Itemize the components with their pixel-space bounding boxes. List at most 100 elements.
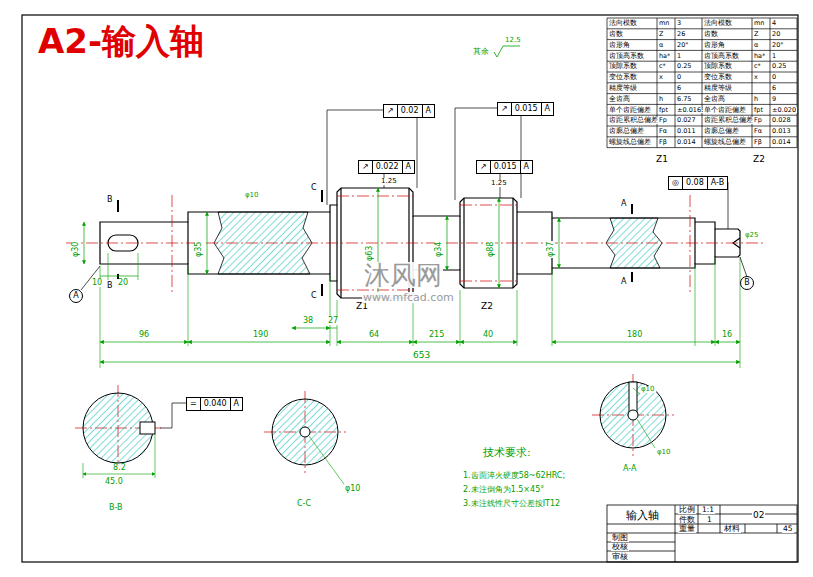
dimension-lines xyxy=(552,342,715,343)
center-lines xyxy=(460,281,517,282)
tolerance-frame: =0.040A xyxy=(186,397,243,411)
length-dimension: 64 xyxy=(368,331,380,339)
title-block-grid xyxy=(607,524,797,525)
tolerance-text: 0.022 xyxy=(372,161,402,173)
section-mark: B xyxy=(106,196,114,204)
dimension-lines xyxy=(337,342,413,343)
dimension-lines xyxy=(413,342,460,343)
table-cell: 单个齿距偏差 xyxy=(608,107,652,114)
section-mark: A xyxy=(620,200,627,208)
tolerance-text: A xyxy=(402,161,414,173)
title-block-cell: 比例 xyxy=(678,506,696,514)
section-dimension-lines xyxy=(633,388,640,394)
center-lines xyxy=(337,290,413,291)
section-views xyxy=(83,382,666,465)
tolerance-symbol: ◎ xyxy=(669,177,682,189)
table-cell: 精度等级 xyxy=(703,85,733,92)
section-views xyxy=(600,382,666,448)
chamfer-dimension: 1.25 xyxy=(490,180,508,187)
roughness-symbol xyxy=(494,46,520,57)
tolerance-text: B xyxy=(744,279,750,287)
extension-lines xyxy=(330,276,331,346)
table-cell: α xyxy=(658,42,664,49)
title-block-grid xyxy=(720,505,721,533)
table-cell: 0.027 xyxy=(676,117,697,124)
shaft-outline xyxy=(463,198,464,288)
table-cell: 螺旋线总偏差 xyxy=(608,139,652,146)
diameter-dimension: φ34 xyxy=(435,241,443,258)
table-cell: 齿形角 xyxy=(608,42,631,49)
title-block-grid xyxy=(698,505,699,533)
table-cell: Fp xyxy=(753,117,763,124)
tolerance-symbol: ↗ xyxy=(384,105,397,117)
section-dimension-lines xyxy=(83,388,655,484)
tolerance-frame: ↗0.022A xyxy=(358,160,415,174)
table-cell: Z xyxy=(753,31,759,38)
table-cell: 螺旋线总偏差 xyxy=(703,139,747,146)
tolerance-text: 0.015 xyxy=(511,103,541,115)
table-cell: 法向模数 xyxy=(608,20,638,27)
dimension-lines xyxy=(460,342,517,343)
extension-lines xyxy=(740,257,741,368)
gear-label: Z1 xyxy=(355,302,369,311)
section-title: A-A xyxy=(622,465,637,473)
title-block-grid xyxy=(607,505,797,562)
dimension-lines xyxy=(559,218,560,268)
table-cell: 1 xyxy=(676,53,682,60)
title-block-grid xyxy=(607,505,797,562)
table-cell: 0.014 xyxy=(771,139,792,146)
table-cell: 齿距累积总偏差 xyxy=(608,117,659,124)
dimension-lines xyxy=(715,342,740,343)
title-block-cell: 1:1 xyxy=(701,506,715,514)
table-cell: 6 xyxy=(771,85,777,92)
diameter-dimension: φ10 xyxy=(244,192,260,199)
tolerance-symbol: = xyxy=(187,398,200,410)
note-heading: 技术要求: xyxy=(482,447,532,458)
table-cell: fpt xyxy=(658,107,669,114)
table-cell: 法向模数 xyxy=(703,20,733,27)
table-cell: 4 xyxy=(771,20,777,27)
section-cut-marks xyxy=(117,200,119,212)
center-lines xyxy=(66,243,764,244)
table-cell: 全齿高 xyxy=(608,96,631,103)
dimension-lines xyxy=(499,198,500,288)
length-dimension: 653 xyxy=(412,351,431,360)
technical-note: 2.未注倒角为1.5×45° xyxy=(462,486,545,494)
table-cell: Fα xyxy=(658,128,668,135)
tolerance-frame: ↗0.02A xyxy=(383,104,435,118)
title-block-cell: 件数 xyxy=(678,516,696,524)
table-cell: 0.013 xyxy=(771,128,792,135)
table-cell: 0.25 xyxy=(771,63,787,70)
section-mark: C xyxy=(310,292,318,300)
section-title: B-B xyxy=(108,504,124,512)
diameter-dimension: φ37 xyxy=(547,241,555,258)
tolerance-symbol: ↗ xyxy=(477,161,490,173)
table-cell: 20° xyxy=(771,42,785,49)
title-block-grid xyxy=(777,524,778,533)
table-cell: 齿廓总偏差 xyxy=(703,128,740,135)
title-block-cell: 校核 xyxy=(611,543,629,551)
center-lines xyxy=(66,195,764,473)
table-cell: c* xyxy=(658,63,667,70)
section-views xyxy=(300,427,310,437)
center-lines xyxy=(337,196,413,197)
section-views xyxy=(272,399,338,465)
tolerance-text: A xyxy=(73,292,78,300)
table-cell: 顶隙系数 xyxy=(608,63,638,70)
center-lines xyxy=(460,205,517,206)
section-dimension: 45.0 xyxy=(104,478,124,486)
table-cell: x xyxy=(658,74,664,81)
table-cell: Z xyxy=(658,31,664,38)
table-cell: 3 xyxy=(676,20,682,27)
extension-lines xyxy=(552,270,553,346)
table-cell: 0 xyxy=(676,74,682,81)
section-mark: C xyxy=(310,184,318,192)
table-rule xyxy=(797,18,798,148)
extension-lines xyxy=(460,290,461,346)
tolerance-leaders xyxy=(327,110,383,205)
tolerance-frame: ↗0.015A xyxy=(497,102,554,116)
table-cell: 0.25 xyxy=(676,63,692,70)
tolerance-text: A xyxy=(520,161,532,173)
center-lines xyxy=(690,195,691,292)
shaft-outline xyxy=(100,188,740,298)
